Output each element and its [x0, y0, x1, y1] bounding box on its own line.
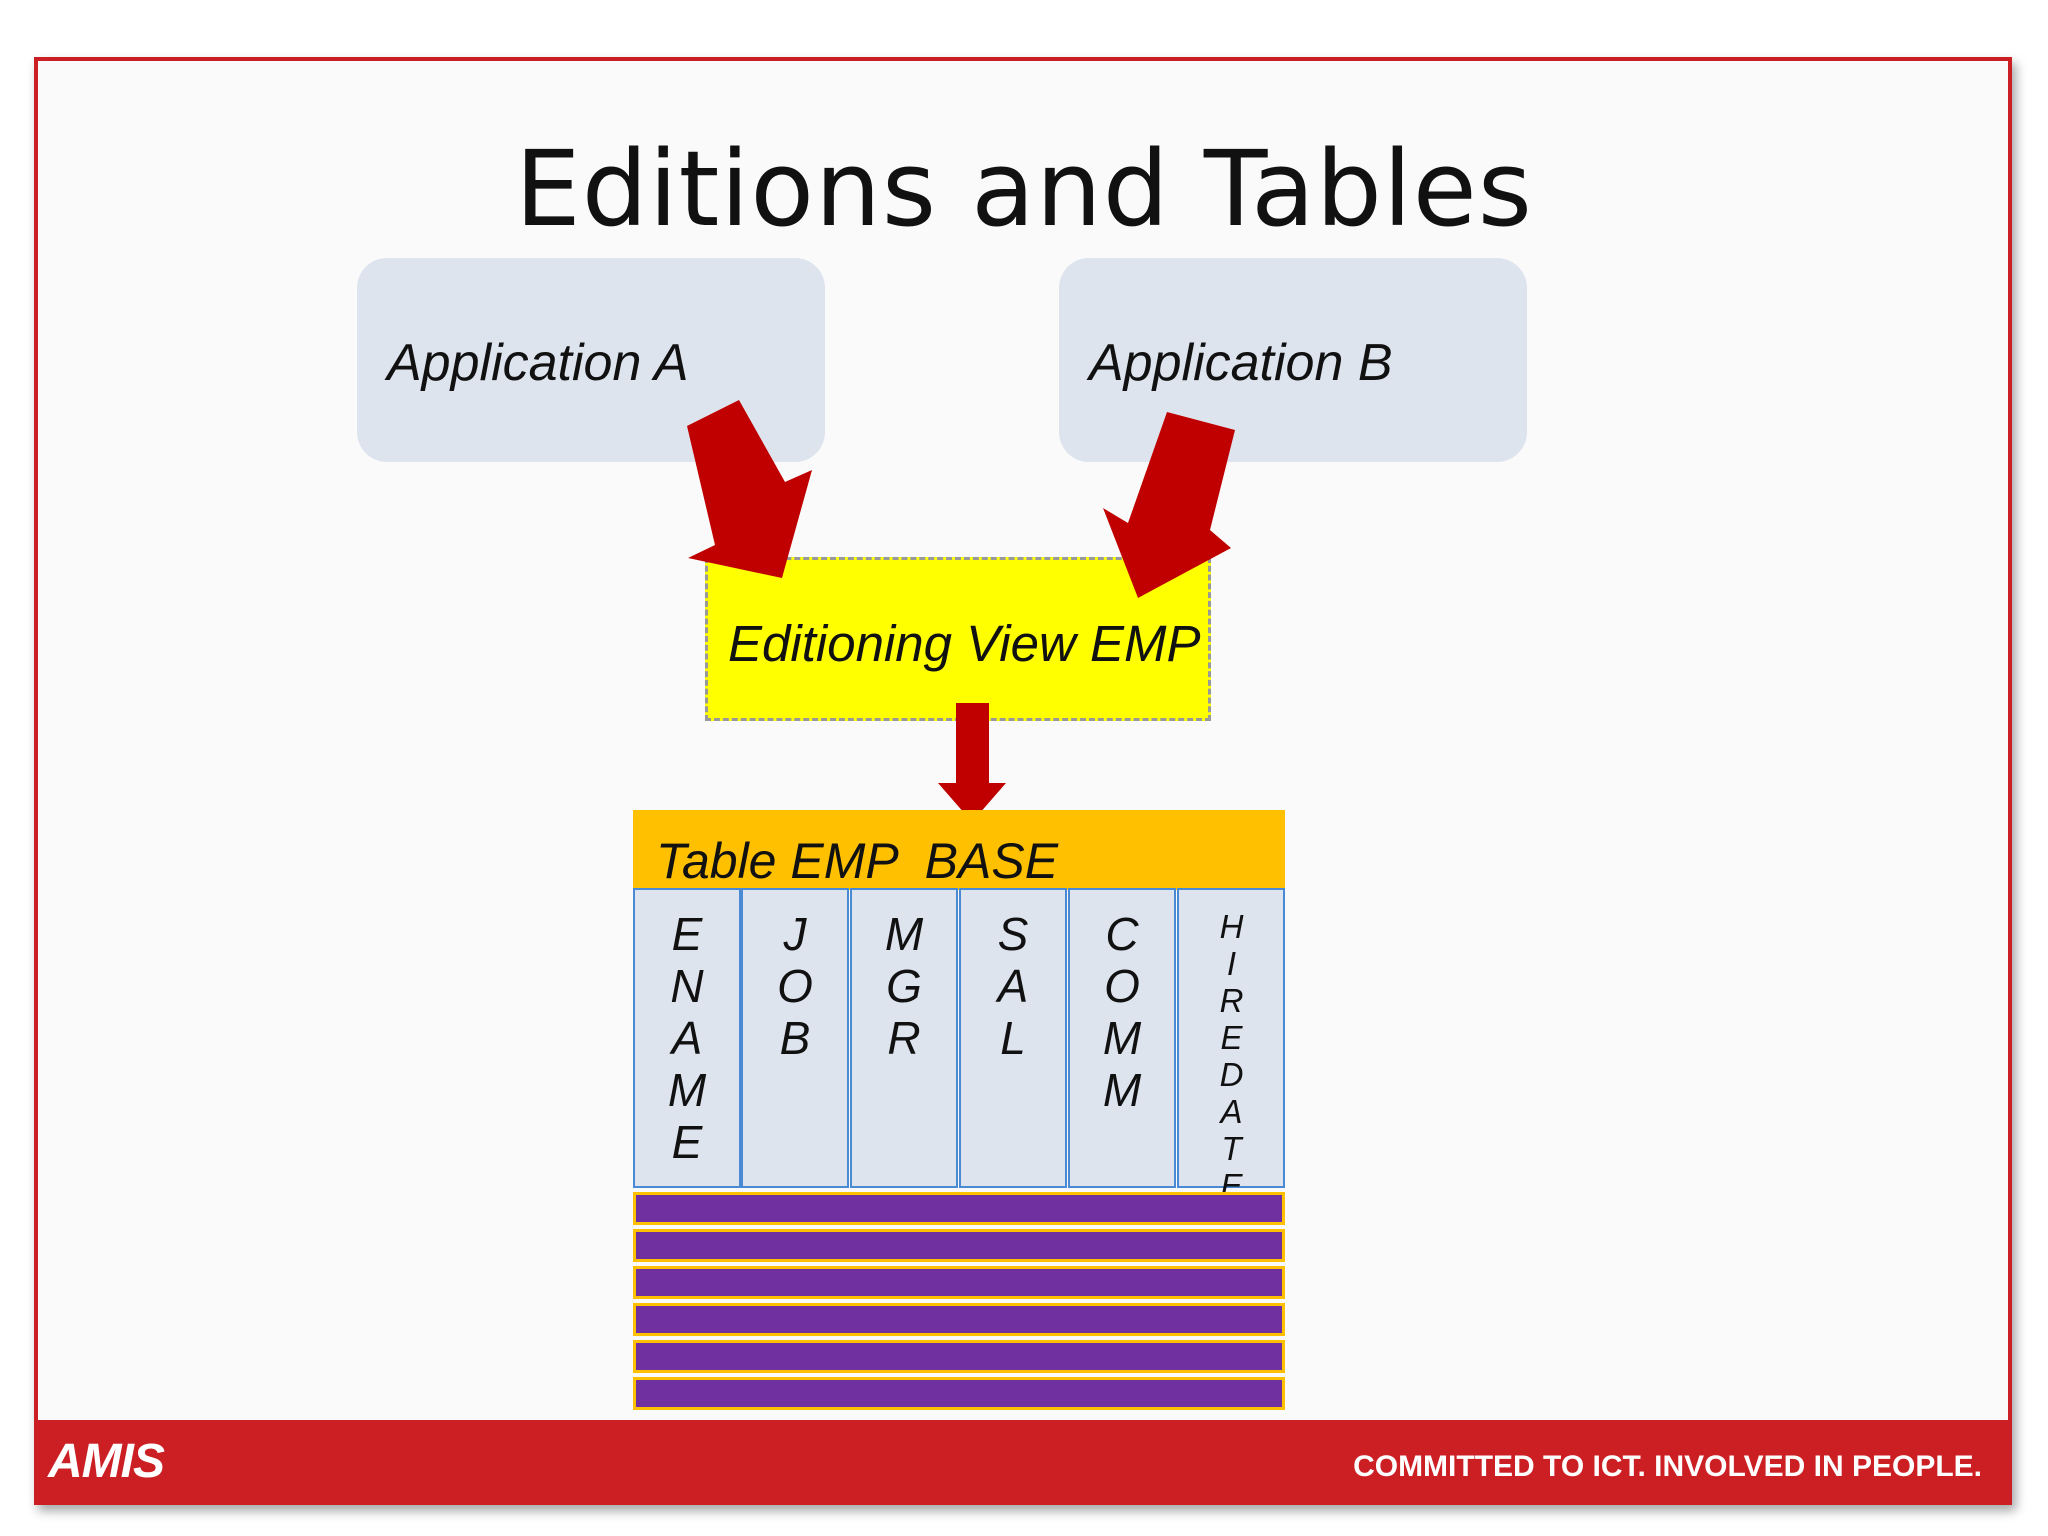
column-sal-label: SAL [987, 908, 1039, 1064]
editioning-view-label: Editioning View EMP [728, 615, 1201, 672]
application-a-label: Application A [387, 334, 689, 392]
arrow-app-b-to-view [1103, 412, 1235, 598]
table-emp-base-label: Table EMP BASE [656, 833, 1059, 889]
slide-title: Editions and Tables [515, 128, 1533, 250]
column-job-label: JOB [769, 908, 821, 1064]
column-comm: COMM [1068, 888, 1176, 1188]
table-row [633, 1377, 1285, 1410]
column-mgr: MGR [850, 888, 958, 1188]
footer-bar: AMIS COMMITTED TO ICT. INVOLVED IN PEOPL… [34, 1420, 2012, 1505]
column-comm-label: COMM [1096, 908, 1148, 1116]
column-ename-label: ENAME [661, 908, 713, 1168]
amis-logo: AMIS [48, 1435, 165, 1488]
column-ename: ENAME [633, 888, 741, 1188]
column-job: JOB [741, 888, 849, 1188]
column-hiredate: HIREDATE [1177, 888, 1285, 1204]
table-row [633, 1340, 1285, 1373]
table-row [633, 1229, 1285, 1262]
table-row [633, 1192, 1285, 1225]
column-hiredate-label: HIREDATE [1213, 908, 1250, 1204]
footer-slogan: COMMITTED TO ICT. INVOLVED IN PEOPLE. [1353, 1450, 1982, 1483]
application-b-label: Application B [1089, 334, 1393, 392]
arrow-view-to-table [938, 703, 1006, 822]
column-mgr-label: MGR [878, 908, 930, 1064]
table-row [633, 1266, 1285, 1299]
application-b-box: Application B [1059, 258, 1527, 462]
table-row [633, 1303, 1285, 1336]
editioning-view-box: Editioning View EMP [705, 557, 1211, 721]
arrow-app-a-to-view [687, 400, 812, 578]
table-emp-base-header: Table EMP BASE [633, 810, 1285, 890]
column-sal: SAL [959, 888, 1067, 1188]
